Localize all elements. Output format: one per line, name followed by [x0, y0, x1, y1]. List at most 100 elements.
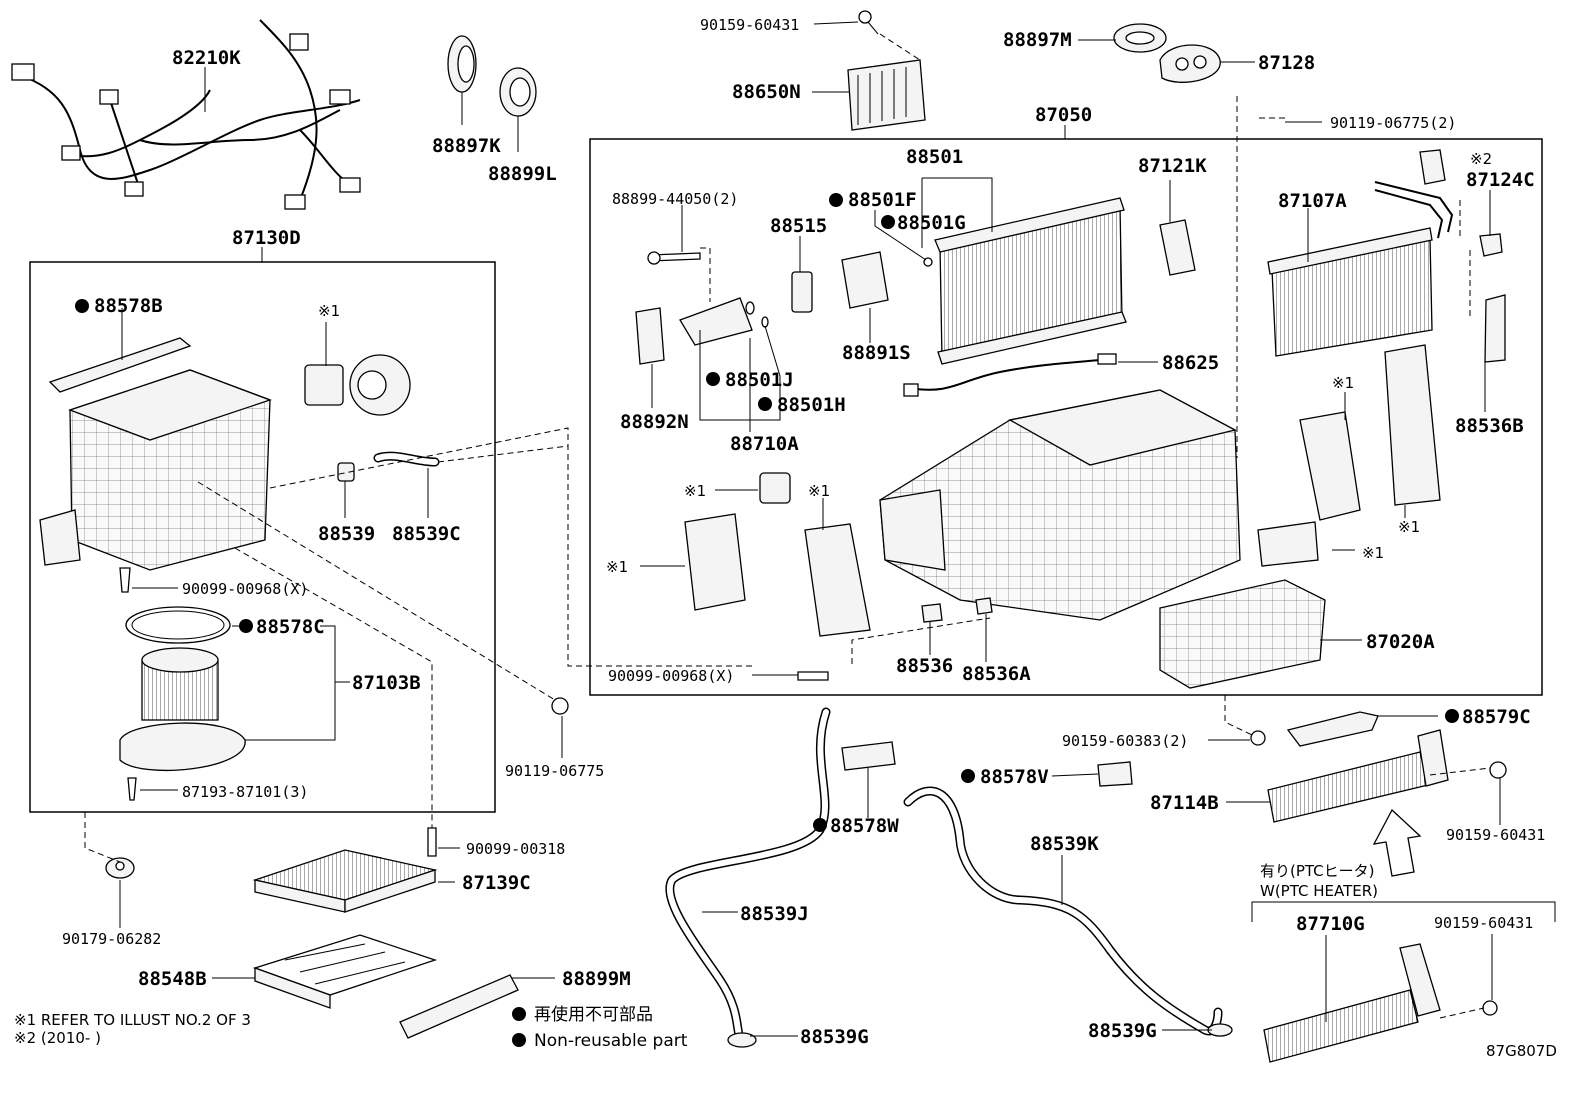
- label-87128: 87128: [1258, 52, 1315, 74]
- evaporator-88501: [934, 197, 1127, 365]
- blower-case: [39, 369, 272, 571]
- heater-core-87107a: [1267, 181, 1454, 357]
- screw-87193-87101: [127, 777, 137, 801]
- ref-mark-left-actuator-c: ※1: [606, 558, 628, 576]
- hose-88539c: [373, 451, 440, 467]
- label-87130d: 87130D: [232, 227, 301, 249]
- label-90159-60431-top: 90159-60431: [700, 16, 799, 34]
- label-88536: 88536: [896, 655, 953, 677]
- label-87193-87101-3: 87193-87101(3): [182, 783, 308, 801]
- clip-88536a: [975, 597, 993, 615]
- blower-motor-87103b: [119, 647, 246, 772]
- bracket-88536b: [1484, 294, 1506, 363]
- label-88899m: 88899M: [562, 968, 631, 990]
- actuators-left-of-case: [684, 472, 871, 637]
- ref-mark-right-actuator-b: ※1: [1398, 518, 1420, 536]
- label-87020a: 87020A: [1366, 631, 1435, 653]
- ref-mark-left-actuator-b: ※1: [808, 482, 830, 500]
- label-88539c: 88539C: [392, 523, 461, 545]
- cover-88579c: [1286, 711, 1379, 747]
- clip-88536: [921, 603, 943, 623]
- label-88579c: 88579C: [1462, 706, 1531, 728]
- actuators-right: [1257, 344, 1441, 567]
- label-87139c: 87139C: [462, 872, 531, 894]
- wire-harness-82210k: [11, 19, 361, 210]
- screw-90159-60431-bottom: [1482, 1000, 1498, 1016]
- label-90159-60431-bottom: 90159-60431: [1434, 914, 1533, 932]
- filter-frame-88548b: [252, 934, 438, 1009]
- dashed-guides: [84, 96, 1491, 1019]
- note-ref2-years: ※2 (2010- ): [14, 1029, 101, 1047]
- label-88650n: 88650N: [732, 81, 801, 103]
- ptc-note-jp: 有り(PTCヒータ): [1260, 862, 1375, 880]
- ptc-heater-87710g: [1263, 943, 1441, 1063]
- label-88501: 88501: [906, 146, 963, 168]
- hvac-case: [879, 389, 1241, 621]
- orings-88501j-88501h: [745, 301, 769, 328]
- screw-90159-60431-right: [1489, 761, 1507, 779]
- label-87710g: 87710G: [1296, 913, 1365, 935]
- label-88539g-left: 88539G: [800, 1026, 869, 1048]
- label-88539g-right: 88539G: [1088, 1020, 1157, 1042]
- actuator-88891s: [841, 251, 889, 309]
- bracket-87710g: [1251, 901, 1556, 922]
- label-88536a: 88536A: [962, 663, 1031, 685]
- drain-hose-88539k: [903, 786, 1223, 1036]
- grommet-87128: [1159, 44, 1221, 83]
- ptc-note-en: W(PTC HEATER): [1260, 882, 1378, 900]
- ring-88578c: [125, 606, 231, 644]
- sensor-88515: [791, 271, 813, 313]
- label-87114b: 87114B: [1150, 792, 1219, 814]
- bracket-87121k: [1159, 219, 1196, 276]
- label-88515: 88515: [770, 215, 827, 237]
- box-87050: [589, 138, 1543, 696]
- label-88578v: 88578V: [980, 766, 1049, 788]
- screw-90099-00968-left: [119, 567, 131, 593]
- clip-88578v: [1097, 761, 1133, 787]
- label-88539: 88539: [318, 523, 375, 545]
- label-90159-60431-right: 90159-60431: [1446, 826, 1545, 844]
- label-88501g: 88501G: [897, 212, 966, 234]
- cover-88899m: [399, 974, 519, 1039]
- label-88891s: 88891S: [842, 342, 911, 364]
- ref-mark-left-actuator-a: ※1: [684, 482, 706, 500]
- bracket-87124c: [1419, 149, 1503, 257]
- label-82210k: 82210K: [172, 47, 241, 69]
- label-88899l: 88899L: [488, 163, 557, 185]
- label-88578c: 88578C: [256, 616, 325, 638]
- bracket-88578w: [841, 741, 896, 771]
- seal-88897k: [447, 35, 477, 93]
- label-90119-06775-2: 90119-06775(2): [1330, 114, 1456, 132]
- label-87124c: 87124C: [1466, 169, 1535, 191]
- label-88897m: 88897M: [1003, 29, 1072, 51]
- label-90099-00968-left: 90099-00968(X): [182, 580, 308, 598]
- actuator-left-box: [304, 364, 344, 406]
- label-90119-06775: 90119-06775: [505, 762, 604, 780]
- expansion-valve-88710a: [679, 297, 753, 346]
- case-87020a: [1159, 579, 1326, 689]
- module-88650n: [847, 59, 926, 131]
- label-90179-06282: 90179-06282: [62, 930, 161, 948]
- nut-90179-06282: [105, 857, 135, 879]
- label-88892n: 88892N: [620, 411, 689, 433]
- label-90099-00318: 90099-00318: [466, 840, 565, 858]
- label-88501f: 88501F: [848, 189, 917, 211]
- ref-mark-right-actuator-c: ※1: [1362, 544, 1384, 562]
- label-88501h: 88501H: [777, 394, 846, 416]
- diagram-code: 87G807D: [1486, 1042, 1557, 1060]
- screw-90099-00318: [427, 827, 437, 857]
- legend-en: Non-reusable part: [534, 1031, 688, 1051]
- label-90159-60383-2: 90159-60383(2): [1062, 732, 1188, 750]
- legend-jp: 再使用不可部品: [534, 1004, 653, 1025]
- screw-90119-06775: [551, 697, 569, 715]
- label-87103b: 87103B: [352, 672, 421, 694]
- grommet-88539g-left: [727, 1032, 757, 1048]
- cap-88539: [337, 462, 355, 482]
- label-87050: 87050: [1035, 104, 1092, 126]
- blower-motor-cover: [349, 354, 411, 416]
- label-87107a: 87107A: [1278, 190, 1347, 212]
- label-88625: 88625: [1162, 352, 1219, 374]
- ref-mark-right-actuator-a: ※1: [1332, 374, 1354, 392]
- label-88897k: 88897K: [432, 135, 501, 157]
- nonreusable-dots: [75, 193, 1459, 1047]
